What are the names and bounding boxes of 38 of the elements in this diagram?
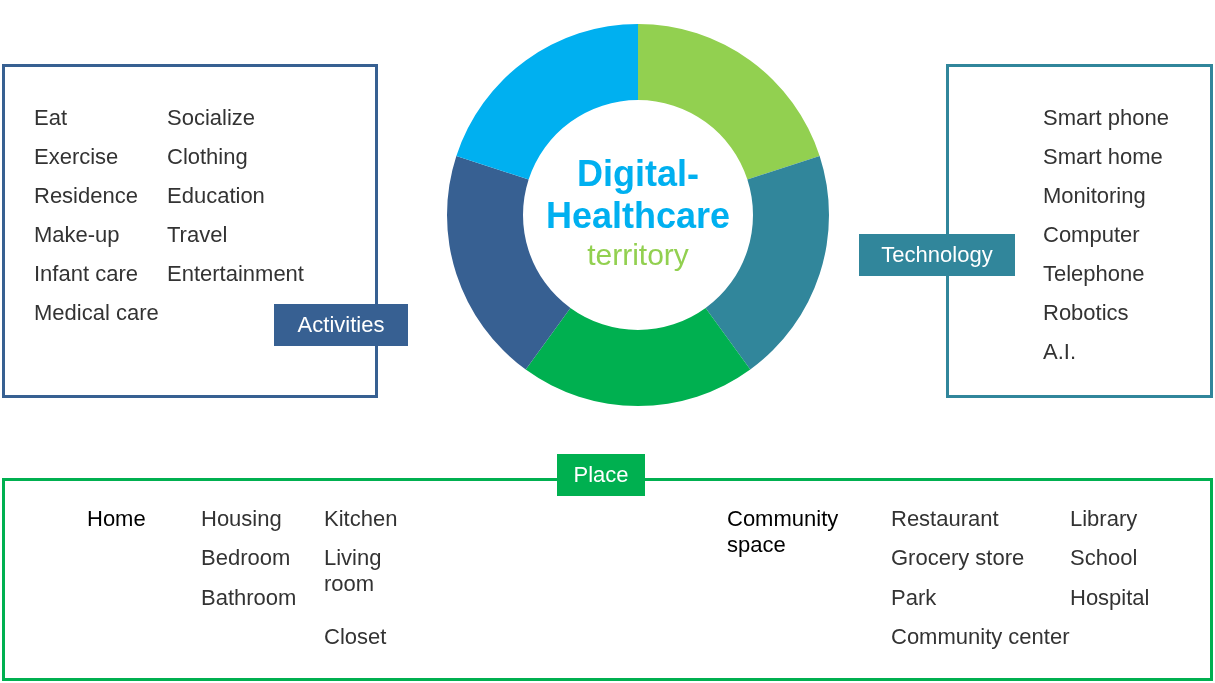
category-tag: Technology — [859, 234, 1015, 276]
list-item: Community center — [891, 624, 1070, 650]
category-tag: Activities — [274, 304, 408, 346]
list-item: Eat — [34, 105, 68, 131]
list-item: Monitoring — [1043, 183, 1146, 209]
list-item: Closet — [324, 624, 387, 650]
list-item: Exercise — [34, 144, 119, 170]
list-item: Restaurant — [891, 506, 999, 532]
list-item: Travel — [167, 222, 228, 248]
list-item: Residence — [34, 183, 138, 209]
list-item: School — [1070, 545, 1138, 571]
list-item: Robotics — [1043, 300, 1129, 326]
list-item: Library — [1070, 506, 1138, 532]
list-item: Smart phone — [1043, 105, 1169, 131]
list-item: Telephone — [1043, 261, 1145, 287]
list-item: Entertainment — [167, 261, 304, 287]
list-item: Grocery store — [891, 545, 1025, 571]
list-item: Smart home — [1043, 144, 1163, 170]
list-item: A.I. — [1043, 339, 1076, 365]
list-item: Computer — [1043, 222, 1140, 248]
category-tag: Place — [557, 454, 645, 496]
list-item: Living room — [324, 545, 383, 597]
list-item: Make-up — [34, 222, 120, 248]
list-item: Medical care — [34, 300, 159, 326]
list-item: Bedroom — [201, 545, 291, 571]
list-item: Infant care — [34, 261, 138, 287]
center-subtitle: territory — [586, 237, 690, 273]
group-heading: Home — [87, 506, 146, 532]
list-item: Education — [167, 183, 265, 209]
center-title: Digital-Healthcare — [544, 153, 732, 237]
list-item: Park — [891, 585, 937, 611]
list-item: Housing — [201, 506, 282, 532]
group-heading: Community space — [727, 506, 840, 558]
list-item: Socialize — [167, 105, 256, 131]
list-item: Bathroom — [201, 585, 297, 611]
list-item: Clothing — [167, 144, 248, 170]
list-item: Kitchen — [324, 506, 398, 532]
list-item: Hospital — [1070, 585, 1150, 611]
